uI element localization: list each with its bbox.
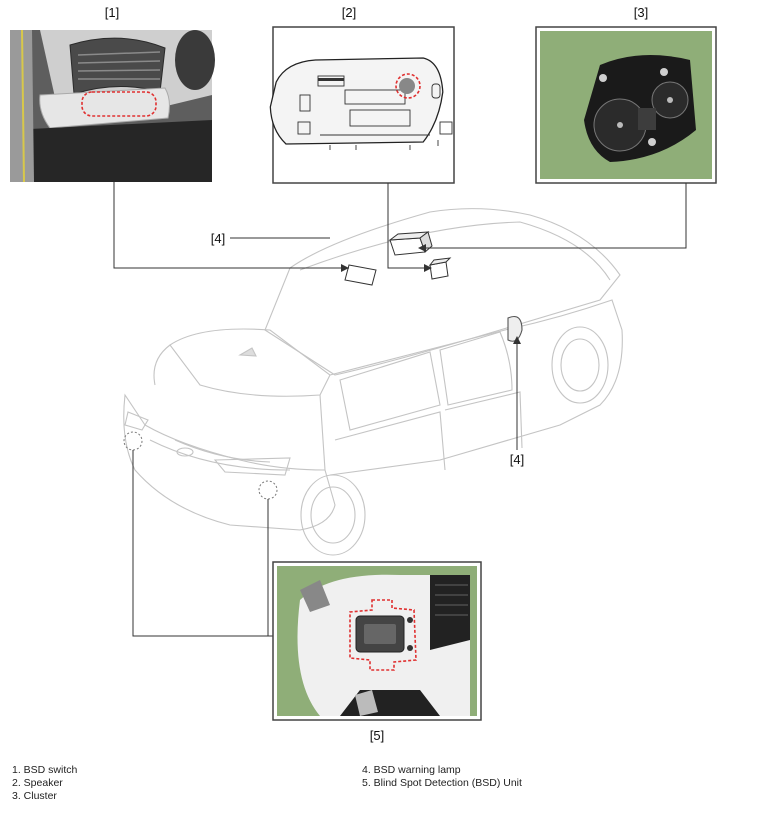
legend-item-1: 1. BSD switch <box>12 764 78 776</box>
legend-right: 4. BSD warning lamp 5. Blind Spot Detect… <box>362 764 522 790</box>
callout-4-lamp: [4] <box>509 452 525 467</box>
bsd-switch-marker <box>344 264 377 286</box>
callout-1: [1] <box>104 5 120 20</box>
leader-lines <box>113 182 687 637</box>
bsd-unit-left-marker <box>123 431 143 451</box>
speaker-highlight <box>395 73 421 99</box>
bsd-unit-highlight <box>349 599 417 671</box>
callout-4-mirror: [4] <box>210 231 226 246</box>
arrow-heads <box>341 244 521 344</box>
legend-item-3: 3. Cluster <box>12 790 57 802</box>
switch-highlight <box>81 91 157 117</box>
legend-left: 1. BSD switch 2. Speaker 3. Cluster <box>12 764 77 803</box>
vehicle-outline <box>123 208 623 556</box>
legend-item-2: 2. Speaker <box>12 777 63 789</box>
component-markers <box>344 231 452 286</box>
cluster-photo-frame <box>535 26 717 184</box>
callout-2: [2] <box>341 5 357 20</box>
bsd-unit-photo-frame <box>272 561 482 721</box>
legend-item-5: 5. Blind Spot Detection (BSD) Unit <box>362 777 522 789</box>
bsd-switch-photo <box>10 29 215 183</box>
speaker-drawing-frame <box>269 26 455 184</box>
legend-item-4: 4. BSD warning lamp <box>362 764 461 776</box>
bsd-unit-right-marker <box>258 480 278 500</box>
callout-3: [3] <box>633 5 649 20</box>
callout-5: [5] <box>369 728 385 743</box>
